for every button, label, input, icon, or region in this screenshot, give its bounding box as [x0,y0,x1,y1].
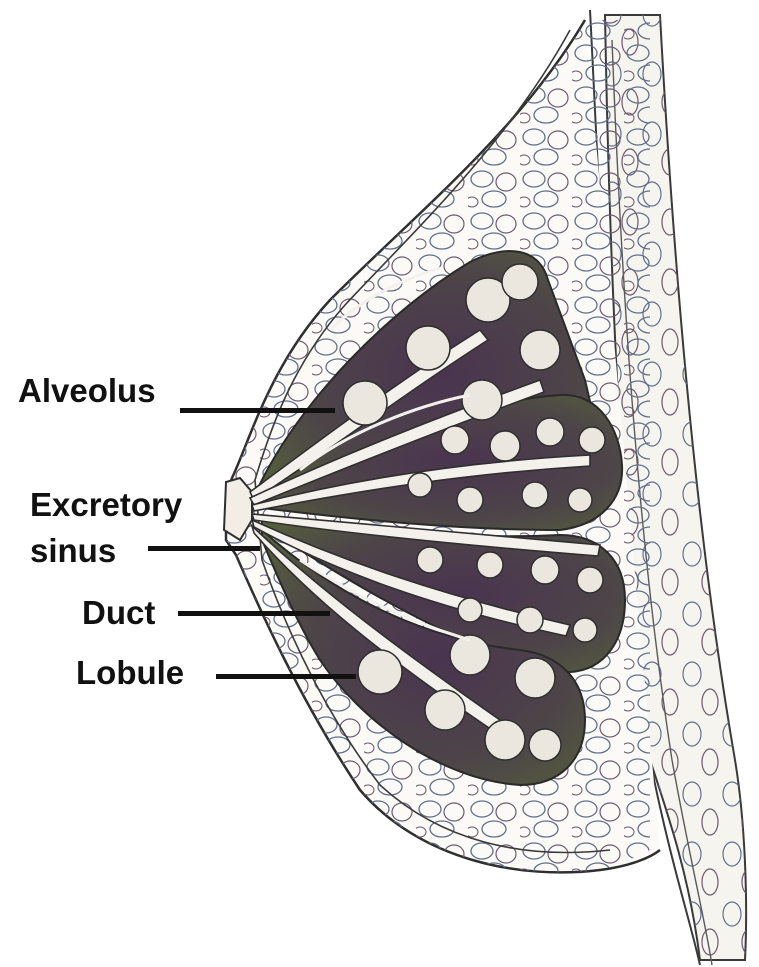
alveolus [502,264,538,300]
alveolus [462,380,502,420]
label-duct: Duct [82,596,155,629]
alveolus [568,488,592,512]
alveolus [457,487,483,513]
label-excretory-sinus-line2: sinus [30,534,116,567]
alveolus [520,330,560,370]
alveolus [529,729,561,761]
alveolus [577,567,603,593]
leader-line-excretory-sinus [148,546,260,551]
alveolus [458,598,482,622]
alveolus [406,326,450,370]
alveolus [417,547,443,573]
alveolus [531,556,559,584]
alveolus [579,427,605,453]
alveolus [358,650,402,694]
alveolus [408,473,432,497]
alveolus [485,720,525,760]
label-lobule: Lobule [76,656,184,689]
leader-line-alveolus [180,408,335,413]
alveolus [536,418,564,446]
alveolus [490,431,520,461]
label-alveolus: Alveolus [18,374,156,407]
alveolus [477,552,503,578]
alveolus [450,635,490,675]
alveolus [573,618,597,642]
alveolus [343,381,387,425]
label-excretory-sinus-line1: Excretory [30,488,182,521]
leader-line-lobule [216,674,356,679]
alveolus [515,658,555,698]
alveolus [441,426,469,454]
alveolus [517,607,543,633]
alveolus [425,690,465,730]
leader-line-duct [178,611,330,616]
alveolus [522,482,548,508]
